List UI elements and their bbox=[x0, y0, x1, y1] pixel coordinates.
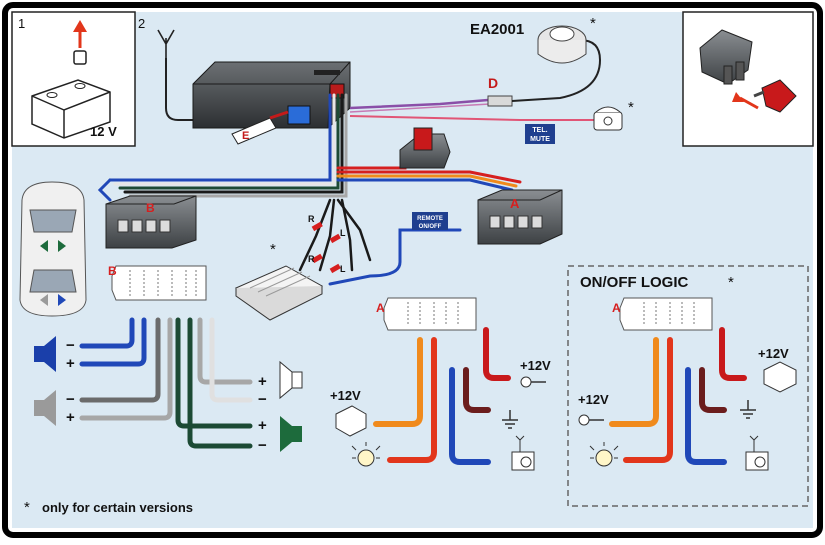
fuse-holder-icon bbox=[699, 29, 753, 85]
label-e: E bbox=[242, 130, 249, 142]
supply-12v-standard-right: +12V bbox=[520, 358, 551, 373]
supply-12v-logic-left: +12V bbox=[578, 392, 609, 407]
fuse-panel-box bbox=[682, 11, 814, 147]
key-switch-icon-standard bbox=[520, 376, 546, 388]
insert-arrow-icon bbox=[732, 92, 759, 110]
connector-b-block: B bbox=[105, 195, 197, 249]
rca-r-top: R bbox=[308, 214, 315, 224]
antenna-cable bbox=[165, 58, 205, 121]
polarity-rl-plus: + bbox=[66, 409, 75, 426]
standard-accessories: +12V +12V bbox=[330, 358, 551, 471]
ground-icon-standard bbox=[502, 410, 518, 429]
logic-wires bbox=[609, 327, 747, 465]
antenna-motor-icon-logic bbox=[745, 435, 769, 471]
standard-wires bbox=[373, 327, 511, 465]
rca-plugs bbox=[311, 221, 341, 274]
remote-line2: ON/OFF bbox=[419, 224, 442, 230]
battery-small-icon-standard bbox=[335, 405, 367, 437]
battery-icon bbox=[31, 79, 111, 139]
speaker-rear-right-icon bbox=[280, 416, 302, 452]
polarity-fr-plus: + bbox=[258, 373, 267, 390]
speaker-front-left-icon bbox=[34, 336, 56, 372]
polarity-fl-plus: + bbox=[66, 355, 75, 372]
footnote-asterisk: * bbox=[24, 499, 30, 516]
battery-panel: 1 12 V bbox=[11, 11, 136, 147]
connector-d-plug bbox=[487, 95, 513, 107]
connector-b-letter: B bbox=[146, 201, 155, 215]
rca-l-top: L bbox=[340, 228, 346, 238]
antenna-icon bbox=[157, 29, 175, 58]
blue-relay-box bbox=[287, 105, 311, 125]
inline-fuse-holder bbox=[399, 127, 451, 169]
remote-on-off: REMOTE ON/OFF bbox=[412, 212, 448, 230]
panel-number-1: 1 bbox=[18, 16, 25, 31]
rca-letters: R L R L bbox=[308, 214, 346, 274]
ea2001-asterisk: * bbox=[590, 15, 596, 32]
car-icon bbox=[19, 181, 87, 317]
fuse-panel bbox=[682, 11, 814, 147]
on-off-logic-asterisk: * bbox=[728, 274, 734, 291]
rca-r-bottom: R bbox=[308, 254, 315, 264]
polarity-fl-minus: − bbox=[66, 337, 75, 354]
amplifier-module bbox=[234, 265, 324, 321]
speaker-wires bbox=[79, 317, 253, 449]
on-off-logic-box bbox=[567, 265, 809, 507]
ea2001: EA2001 * bbox=[470, 15, 596, 64]
ea2001-label: EA2001 bbox=[470, 21, 524, 38]
battery-small-icon-logic bbox=[763, 361, 797, 393]
main-harness bbox=[97, 93, 522, 286]
speaker-front-right-icon bbox=[279, 360, 303, 400]
tel-mute-line1: TEL. bbox=[532, 127, 547, 134]
panel-number-2: 2 bbox=[138, 16, 145, 31]
tel-mute-box bbox=[525, 124, 555, 144]
ea2001-icon bbox=[537, 25, 587, 64]
fuse-e: E bbox=[231, 110, 289, 145]
connector-a-pinout-logic bbox=[619, 297, 713, 331]
tel-mute-line2: MUTE bbox=[530, 136, 550, 143]
connector-b-pinout: B bbox=[108, 264, 207, 301]
pinout-a-letter-logic: A bbox=[612, 301, 621, 315]
footnote-text: only for certain versions bbox=[42, 500, 193, 515]
amplifier-asterisk: * bbox=[270, 241, 276, 258]
on-off-logic-section: ON/OFF LOGIC * A +12V +12V bbox=[567, 265, 809, 507]
remote-line1: REMOTE bbox=[417, 216, 443, 222]
label-d: D bbox=[488, 75, 498, 91]
on-off-logic-title: ON/OFF LOGIC bbox=[580, 274, 688, 291]
footnote: * only for certain versions bbox=[24, 499, 193, 516]
pinout-a-letter-standard: A bbox=[376, 301, 385, 315]
polarity-rr-minus: − bbox=[258, 437, 267, 454]
speaker-polarity: − + − + + − + − bbox=[66, 337, 267, 454]
connector-a-letter: A bbox=[510, 196, 520, 211]
telephone-icon bbox=[593, 106, 623, 131]
supply-12v-standard-left: +12V bbox=[330, 388, 361, 403]
antenna: 2 bbox=[138, 16, 205, 121]
terminal-lift-icon bbox=[73, 20, 87, 65]
supply-12v-logic-right: +12V bbox=[758, 346, 789, 361]
tel-mute: TEL. MUTE * bbox=[349, 99, 634, 144]
ea2001-cable bbox=[349, 39, 602, 113]
speaker-rear-left-icon bbox=[34, 390, 56, 426]
antenna-motor-icon-standard bbox=[511, 435, 535, 471]
polarity-fr-minus: − bbox=[258, 391, 267, 408]
remote-on-off-box bbox=[412, 212, 448, 230]
lamp-icon-standard bbox=[351, 442, 381, 467]
rca-l-bottom: L bbox=[340, 264, 346, 274]
lamp-icon-logic bbox=[589, 442, 619, 467]
battery-voltage: 12 V bbox=[90, 124, 117, 139]
pinout-b-letter: B bbox=[108, 264, 117, 278]
polarity-rl-minus: − bbox=[66, 391, 75, 408]
connector-a-pinout-standard: A bbox=[376, 297, 477, 331]
telephone-asterisk: * bbox=[628, 99, 634, 116]
ground-icon-logic bbox=[740, 400, 756, 419]
key-switch-icon-logic bbox=[578, 414, 604, 426]
connector-a-block: A bbox=[477, 189, 563, 245]
fuse-icon bbox=[753, 79, 797, 113]
polarity-rr-plus: + bbox=[258, 417, 267, 434]
